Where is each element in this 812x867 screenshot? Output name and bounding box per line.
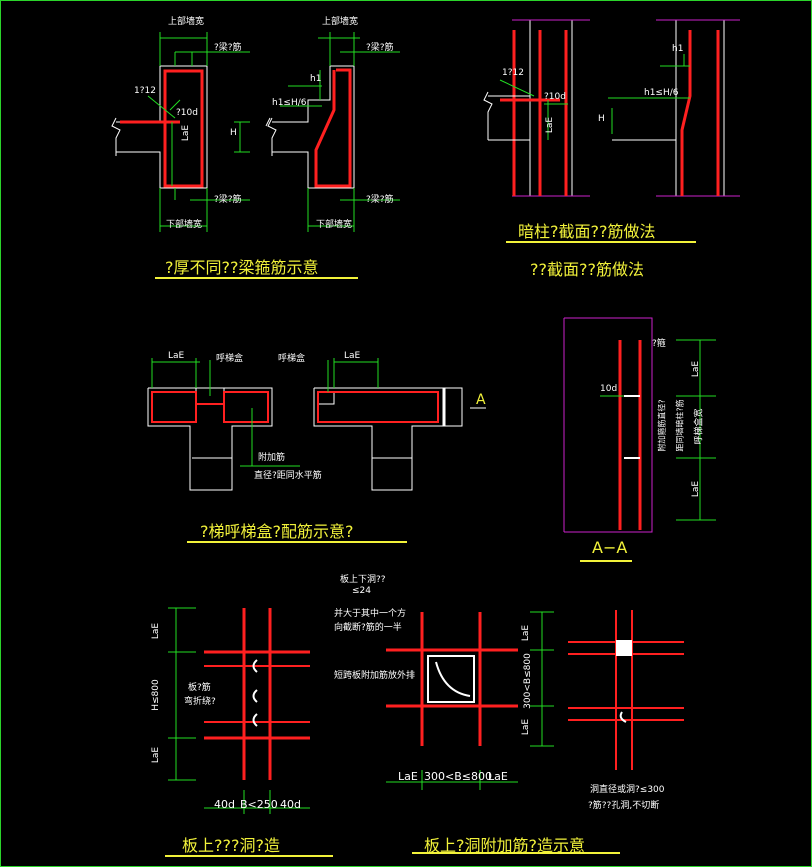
title-underline xyxy=(506,241,696,243)
label-b-range: 300<B≤800 xyxy=(424,770,492,783)
label-h1-limit: h1≤H/6 xyxy=(644,88,679,98)
detail-beam-right xyxy=(265,32,400,232)
label-straight-note: 直径?距同水平筋 xyxy=(254,471,322,481)
label-bend-note2: 弯折绕? xyxy=(184,697,216,707)
label-b-range: 300<B≤800 xyxy=(522,653,533,709)
label-add-bar: 附加筋 xyxy=(258,453,286,463)
label-stirrup: ?梁?筋 xyxy=(214,43,242,53)
detail-callbox xyxy=(147,358,486,491)
label-h1: h1 xyxy=(672,44,684,54)
label-slab-note2: ≤24 xyxy=(352,586,371,596)
label-h1-limit: h1≤H/6 xyxy=(272,98,307,108)
label-lower-wall: 下部墙宽 xyxy=(166,220,203,230)
label-lower-wall: 下部墙宽 xyxy=(316,220,353,230)
label-slab-note4: 向截断?筋的一半 xyxy=(334,623,402,633)
label-a-box: 呼梯盒宽 xyxy=(694,408,705,445)
label-hole-note1: 洞直径或洞?≤300 xyxy=(590,785,665,795)
label-lae: LaE xyxy=(521,718,532,736)
label-lae: LaE xyxy=(181,124,192,142)
label-upper-wall: 上部墙宽 xyxy=(168,17,205,27)
label-lae: LaE xyxy=(691,480,702,498)
label-h: H xyxy=(598,114,605,124)
label-b250: B<250 xyxy=(240,798,278,811)
label-10d: 10d xyxy=(600,384,618,394)
label-lae: LaE xyxy=(488,770,508,783)
title-hidden-column: 暗柱?截面??筋做法 xyxy=(518,222,656,241)
detail-slab-opening-round xyxy=(568,610,684,770)
label-upper-wall: 上部墙宽 xyxy=(322,17,359,27)
label-bar-1d12: 1?12 xyxy=(502,68,524,78)
label-lae: LaE xyxy=(344,351,361,361)
label-slab-note3: 并大于其中一个方 xyxy=(334,609,407,619)
label-hole-note2: ?筋??孔洞,不切断 xyxy=(588,801,660,811)
label-short-note: 短跨板附加筋放外排 xyxy=(334,671,416,681)
label-slab-note1: 板上下洞?? xyxy=(340,575,386,585)
label-lae: LaE xyxy=(545,116,556,134)
label-lae: LaE xyxy=(151,746,162,764)
label-a-note2: 距同墙暗柱?筋 xyxy=(675,399,685,452)
title-underline xyxy=(187,541,407,543)
title-slab-hole-bars: 板上?洞附加筋?造示意 xyxy=(424,836,585,855)
title-underline xyxy=(155,277,358,279)
label-stirrup: ?梁?筋 xyxy=(214,195,242,205)
title-underline xyxy=(165,855,333,857)
label-a-note1: 附加箍筋直径? xyxy=(657,399,667,452)
detail-section-aa xyxy=(563,317,716,533)
title-beam-stirrup: ?厚不同??梁箍筋示意 xyxy=(165,258,319,277)
label-lae: LaE xyxy=(398,770,418,783)
label-bend-note1: 板?筋 xyxy=(188,683,211,693)
label-section-a: A xyxy=(476,392,486,408)
label-stirrup: ?梁?筋 xyxy=(366,43,394,53)
label-40d: 40d xyxy=(214,798,235,811)
title-callbox: ?梯呼梯盒?配筋示意? xyxy=(200,522,354,541)
detail-column-right xyxy=(608,19,740,197)
title-underline xyxy=(580,560,632,562)
detail-slab-opening-small xyxy=(168,607,310,814)
label-h-800: H≤800 xyxy=(150,679,161,711)
title-underline xyxy=(412,852,620,854)
label-h: H xyxy=(230,128,237,138)
label-bar-1d12: 1?12 xyxy=(134,86,156,96)
label-10d: ?10d xyxy=(176,108,198,118)
title-slab-small-hole: 板上???洞?造 xyxy=(182,836,280,855)
detail-slab-opening-medium xyxy=(386,611,554,790)
title-section-change: ??截面??筋做法 xyxy=(530,260,644,279)
title-section-aa: A−A xyxy=(592,538,628,557)
label-h1: h1 xyxy=(310,74,322,84)
label-10d: ?10d xyxy=(544,92,566,102)
label-40d: 40d xyxy=(280,798,301,811)
label-lae: LaE xyxy=(168,351,185,361)
label-box-name: 呼梯盒 xyxy=(278,354,306,364)
label-lae: LaE xyxy=(151,622,162,640)
label-lae: LaE xyxy=(691,360,702,378)
label-box-name: 呼梯盒 xyxy=(216,354,244,364)
detail-column-left xyxy=(483,19,590,197)
label-lae: LaE xyxy=(521,624,532,642)
label-a-stirrup: ?箍 xyxy=(652,339,666,349)
detail-beam-left xyxy=(111,32,250,232)
label-stirrup: ?梁?筋 xyxy=(366,195,394,205)
